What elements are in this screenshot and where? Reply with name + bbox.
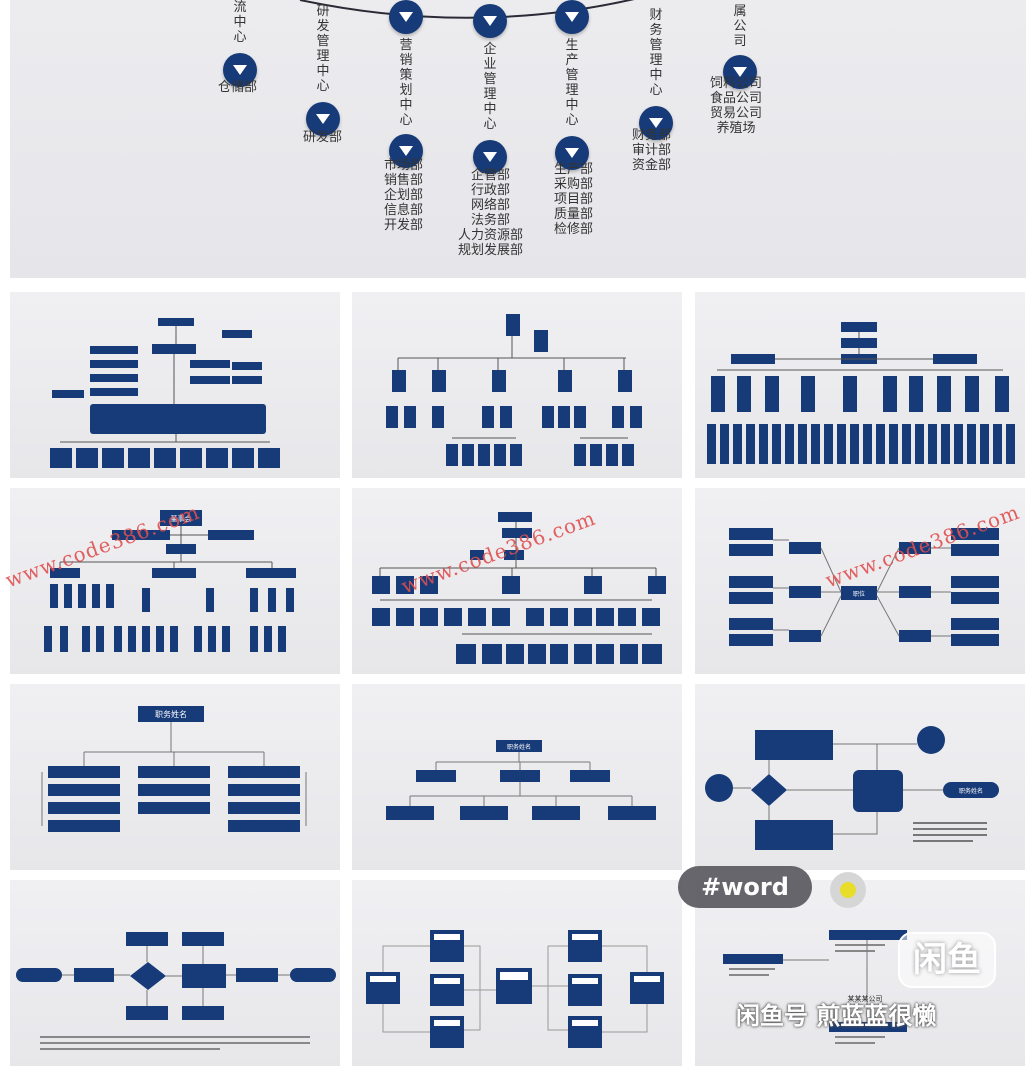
column-title: 流中心 — [233, 0, 247, 45]
dept-item: 信息部 — [384, 203, 424, 218]
down-arrow-icon — [639, 106, 673, 140]
hero-column-3: 企业管理中心 — [470, 4, 510, 174]
column-title: 属公司 — [733, 4, 747, 49]
dept-list-2: 市场部 销售部 企划部 信息部 开发部 — [384, 158, 423, 233]
dept-list-1: 研发部 — [303, 130, 342, 145]
down-arrow-icon — [306, 102, 340, 136]
dept-item: 市场部 — [384, 158, 424, 173]
dept-item: 人力资源部 — [458, 228, 524, 243]
dept-item: 审计部 — [632, 143, 672, 158]
dept-item: 企划部 — [384, 188, 424, 203]
down-arrow-icon — [555, 136, 589, 170]
dept-item: 饲料公司 — [710, 76, 763, 91]
dept-item: 销售部 — [384, 173, 424, 188]
down-arrow-icon — [389, 0, 423, 34]
pill-label: 职务姓名 — [959, 787, 983, 795]
word-tag[interactable]: #word — [678, 866, 812, 908]
hero-column-1: 研发管理中心 — [303, 0, 343, 136]
template-thumb-1[interactable] — [10, 292, 340, 478]
template-thumb-6[interactable]: 职位 — [695, 488, 1025, 674]
dept-item: 贸易公司 — [710, 106, 763, 121]
thumb-title: 职务姓名 — [155, 709, 187, 719]
down-arrow-icon — [389, 134, 423, 168]
down-arrow-icon — [223, 53, 257, 87]
dept-item: 研发部 — [303, 130, 343, 145]
template-thumb-7[interactable]: 职务姓名 — [10, 684, 340, 870]
hero-column-0: 流中心 — [220, 0, 260, 87]
column-title: 财务管理中心 — [649, 8, 663, 98]
dept-item: 开发部 — [384, 218, 424, 233]
dept-item: 网络部 — [471, 198, 511, 213]
column-title: 研发管理中心 — [316, 4, 330, 94]
dept-item: 企管部 — [471, 168, 511, 183]
template-thumb-11[interactable] — [352, 880, 682, 1066]
company-label: 某某某公司 — [848, 995, 883, 1003]
column-title: 企业管理中心 — [483, 42, 497, 132]
thumb-title: 董事会 — [171, 514, 192, 523]
dept-item: 采购部 — [554, 177, 594, 192]
dept-item: 行政部 — [471, 183, 511, 198]
template-thumb-4[interactable]: 董事会 — [10, 488, 340, 674]
template-thumb-8[interactable]: 职务姓名 — [352, 684, 682, 870]
column-title: 营销策划中心 — [399, 38, 413, 128]
down-arrow-icon — [555, 0, 589, 34]
dept-item: 仓储部 — [218, 80, 258, 95]
template-thumb-2[interactable] — [352, 292, 682, 478]
dept-item: 项目部 — [554, 192, 594, 207]
yellow-dot-icon[interactable] — [830, 872, 866, 908]
template-thumb-5[interactable] — [352, 488, 682, 674]
column-title: 生产管理中心 — [565, 38, 579, 128]
down-arrow-icon — [473, 4, 507, 38]
template-thumb-3[interactable] — [695, 292, 1025, 478]
template-thumb-10[interactable] — [10, 880, 340, 1066]
thumb-title: 职务姓名 — [507, 743, 531, 751]
xianyu-logo: 闲鱼 — [898, 932, 996, 988]
dept-list-6: 饲料公司 食品公司 贸易公司 养殖场 — [710, 76, 762, 136]
dept-list-4: 生产部 采购部 项目部 质量部 检修部 — [554, 162, 593, 237]
dept-item: 生产部 — [554, 162, 594, 177]
dept-list-3: 企管部 行政部 网络部 法务部 人力资源部 规划发展部 — [458, 168, 523, 258]
dept-item: 食品公司 — [710, 91, 763, 106]
hero-slide — [10, 0, 1026, 278]
dept-item: 质量部 — [554, 207, 594, 222]
down-arrow-icon — [473, 140, 507, 174]
dept-item: 规划发展部 — [458, 243, 524, 258]
down-arrow-icon — [723, 55, 757, 89]
center-role: 职位 — [853, 590, 865, 598]
template-thumb-9[interactable]: 职务姓名 — [695, 684, 1025, 870]
dept-item: 检修部 — [554, 222, 594, 237]
hero-column-6: 属公司 — [720, 0, 760, 89]
xianyu-watermark: 闲鱼号 煎蓝蓝很懒 — [736, 1002, 937, 1030]
dept-item: 法务部 — [471, 213, 511, 228]
dept-item: 养殖场 — [716, 121, 756, 136]
dept-list-0: 仓储部 — [218, 80, 257, 95]
hero-column-5: 财务管理中心 — [636, 4, 676, 140]
dept-item: 资金部 — [632, 158, 672, 173]
dept-list-5: 财务部 审计部 资金部 — [632, 128, 671, 173]
hero-column-4: 生产管理中心 — [552, 0, 592, 170]
dept-item: 财务部 — [632, 128, 672, 143]
hero-column-2: 营销策划中心 — [386, 0, 426, 168]
